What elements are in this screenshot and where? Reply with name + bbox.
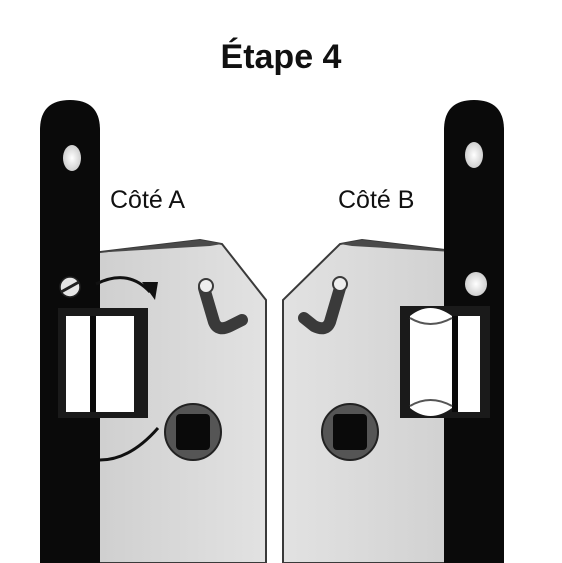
side-b-group: Côté B [282,100,504,563]
side-a-label: Côté A [110,186,185,214]
page-title: Étape 4 [221,38,342,76]
guide-curve [99,427,160,462]
latch-icon [298,276,348,335]
round-hole-icon [465,272,487,296]
latch-opening-a [58,308,148,418]
square-spindle-icon [164,403,222,461]
round-hole-icon [465,142,483,168]
square-spindle-icon [321,403,379,461]
side-b-label: Côté B [338,186,414,214]
round-hole-icon [63,145,81,171]
side-a-group: Côté A [40,100,267,563]
latch-icon [198,278,248,335]
slot-screw-icon [59,276,81,298]
latch-opening-b [400,306,490,418]
rotate-arrow-icon [95,276,158,300]
